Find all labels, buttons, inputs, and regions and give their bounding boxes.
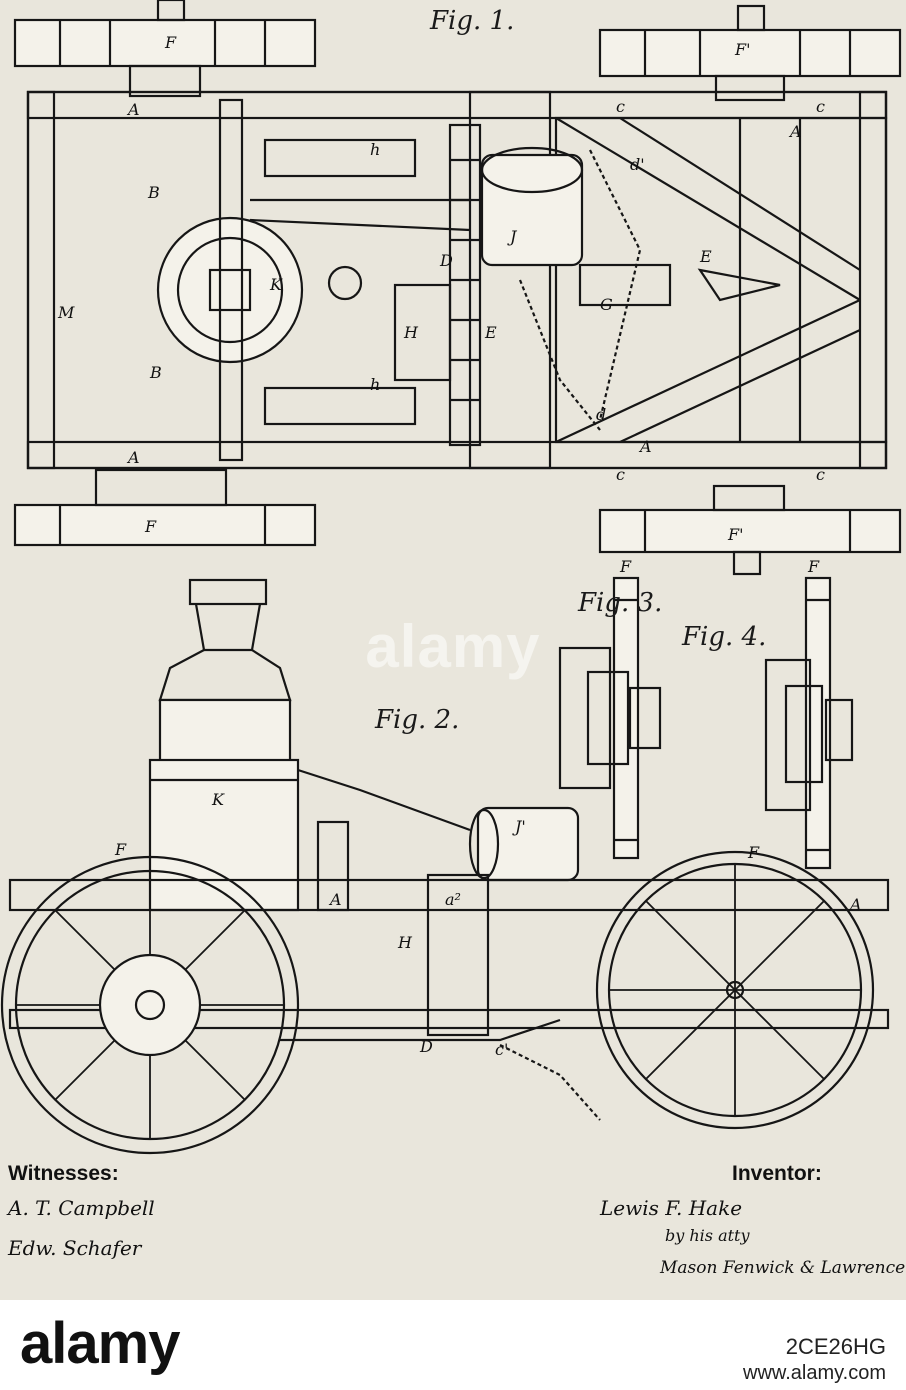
svg-text:H: H bbox=[397, 933, 413, 952]
svg-text:F: F bbox=[619, 557, 632, 576]
stock-footer: alamy 2CE26HG www.alamy.com bbox=[0, 1300, 906, 1390]
svg-text:D: D bbox=[439, 251, 453, 270]
inventor-label: Inventor: bbox=[732, 1162, 822, 1186]
site-url: www.alamy.com bbox=[743, 1362, 886, 1385]
attorney-signature: Mason Fenwick & Lawrence bbox=[660, 1258, 905, 1278]
svg-text:F: F bbox=[747, 843, 760, 862]
svg-text:D: D bbox=[419, 1037, 433, 1056]
svg-text:F: F bbox=[114, 840, 127, 859]
svg-text:c: c bbox=[616, 97, 625, 116]
inventor-signature: Lewis F. Hake bbox=[600, 1196, 742, 1220]
svg-text:F: F bbox=[144, 517, 157, 536]
svg-text:B: B bbox=[149, 363, 162, 382]
patent-drawing-sheet: FF' FF' AA AA BB KM DE HJ GE cc cc hh d'… bbox=[0, 0, 906, 1300]
fig2-label: Fig. 2. bbox=[375, 705, 459, 735]
svg-text:A: A bbox=[848, 895, 862, 914]
image-id: 2CE26HG bbox=[786, 1334, 886, 1360]
svg-text:c: c bbox=[816, 97, 825, 116]
svg-text:F': F' bbox=[727, 525, 744, 544]
svg-text:h: h bbox=[370, 375, 380, 394]
svg-text:E: E bbox=[484, 323, 497, 342]
svg-text:J': J' bbox=[512, 817, 526, 836]
svg-text:G: G bbox=[600, 295, 613, 314]
witness-signature-1: A. T. Campbell bbox=[8, 1196, 155, 1220]
svg-text:c: c bbox=[816, 465, 825, 484]
svg-text:d': d' bbox=[630, 155, 645, 174]
svg-text:A: A bbox=[638, 437, 652, 456]
svg-text:E: E bbox=[699, 247, 712, 266]
svg-text:A: A bbox=[126, 448, 140, 467]
svg-text:M: M bbox=[57, 303, 75, 322]
inventor-by: by his atty bbox=[665, 1226, 750, 1245]
witness-signature-2: Edw. Schafer bbox=[8, 1236, 141, 1260]
witnesses-label: Witnesses: bbox=[8, 1162, 119, 1186]
svg-text:A: A bbox=[328, 890, 342, 909]
svg-text:K: K bbox=[211, 790, 225, 809]
alamy-logo: alamy bbox=[20, 1310, 179, 1377]
svg-text:K: K bbox=[269, 275, 283, 294]
svg-text:B: B bbox=[147, 183, 160, 202]
svg-text:F: F bbox=[807, 557, 820, 576]
svg-text:a²: a² bbox=[445, 890, 461, 909]
fig1-label: Fig. 1. bbox=[430, 6, 514, 36]
svg-text:F: F bbox=[164, 33, 177, 52]
svg-text:h: h bbox=[370, 140, 380, 159]
watermark: alamy bbox=[0, 612, 906, 681]
svg-text:A: A bbox=[126, 100, 140, 119]
svg-text:A: A bbox=[788, 122, 802, 141]
svg-text:F': F' bbox=[734, 40, 751, 59]
svg-text:H: H bbox=[403, 323, 419, 342]
svg-text:c': c' bbox=[495, 1040, 508, 1059]
svg-text:c: c bbox=[616, 465, 625, 484]
svg-text:d: d bbox=[596, 405, 606, 424]
